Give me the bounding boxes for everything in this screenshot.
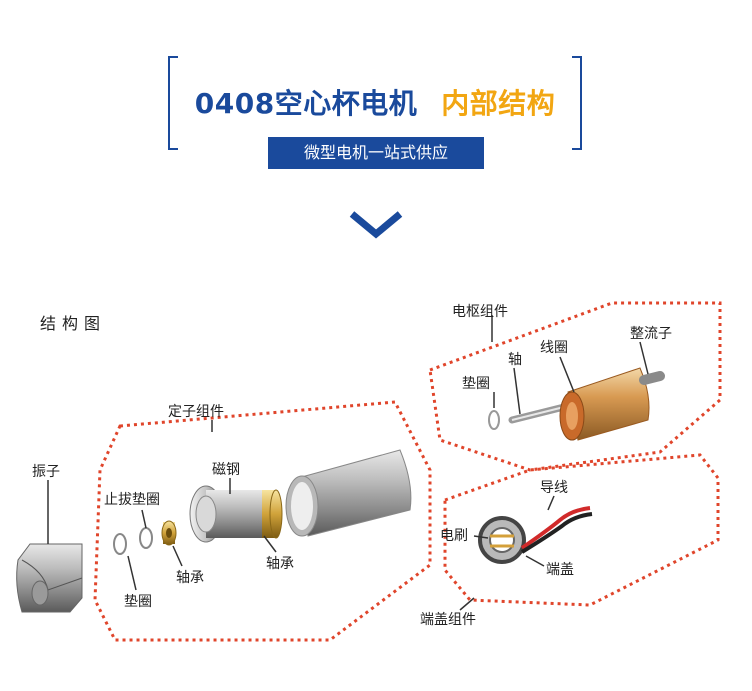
label-washer-stator: 垫圈 [124, 594, 152, 610]
page-title: 0408空心杯电机内部结构 [170, 82, 580, 122]
label-commutator: 整流子 [630, 326, 672, 342]
magnet-part [189, 485, 283, 543]
label-bearing-right: 轴承 [266, 556, 294, 572]
endcap-group-outline [443, 453, 720, 607]
stator-group-outline [93, 400, 432, 642]
title-accent: 内部结构 [441, 87, 556, 120]
label-brush: 电刷 [440, 528, 468, 544]
label-stator-group: 定子组件 [168, 404, 224, 420]
leader-lines [47, 315, 649, 611]
chevron-down-icon [349, 211, 403, 239]
armature-part [488, 367, 665, 441]
diagram-heading: 结构图 [40, 314, 107, 333]
label-vibrator: 振子 [32, 464, 60, 480]
label-bearing-left: 轴承 [176, 570, 204, 586]
title-frame: 0408空心杯电机内部结构 [168, 56, 582, 150]
housing-part [285, 449, 412, 537]
label-washer-armature: 垫圈 [462, 376, 490, 392]
label-endcap-group: 端盖组件 [420, 612, 476, 628]
label-lead-wire: 导线 [540, 480, 568, 496]
title-main: 0408空心杯电机 [194, 87, 418, 120]
label-armature-group: 电枢组件 [452, 304, 508, 320]
washer-stator-part [113, 533, 127, 555]
armature-group-outline [428, 301, 722, 472]
vibrator-part [16, 543, 83, 613]
bearing-left-part [161, 520, 177, 546]
stop-washer-part [139, 527, 153, 549]
label-stop-washer: 止拔垫圈 [104, 492, 160, 508]
label-end-cap: 端盖 [546, 562, 574, 578]
label-coil: 线圈 [540, 340, 568, 356]
end-cap-part [478, 506, 593, 564]
subtitle-banner: 微型电机一站式供应 [268, 137, 484, 169]
label-magnet: 磁钢 [212, 462, 240, 478]
label-shaft: 轴 [508, 352, 522, 368]
